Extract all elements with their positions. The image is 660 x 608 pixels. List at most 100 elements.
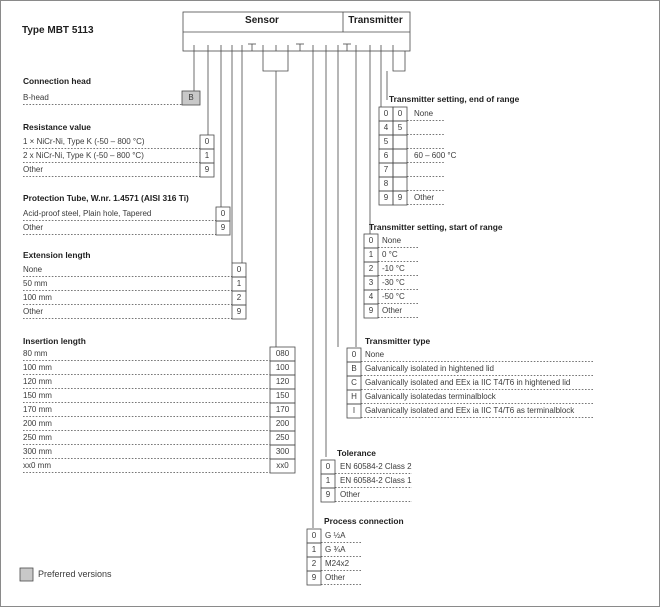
tolerance-option-label: EN 60584-2 Class 1 [340,476,412,485]
process-connection-heading: Process connection [324,516,404,526]
protection-tube-option-code: 9 [220,223,226,232]
range-end-code-cell [392,190,408,206]
insertion-length-option-label: 120 mm [23,377,52,386]
range-start-option-code: 1 [368,250,374,259]
insertion-length-heading: Insertion length [23,336,86,346]
range-start-option-code: 2 [368,264,374,273]
transmitter-type-option-label: Galvanically isolated and EEx ia IIC T4/… [365,406,575,415]
tolerance-option-code: 9 [325,490,331,499]
transmitter-type-option-code: B [351,364,357,373]
protection-tube-option-code: 0 [220,209,226,218]
sensor-header: Sensor [245,15,279,26]
page-title: Type MBT 5113 [22,25,94,36]
range-end-option-label: None [414,109,434,118]
connection-head-option-code: B [188,93,194,102]
process-connection-option-code: 1 [311,545,317,554]
range-start-code-cell [363,303,379,319]
tolerance-option-code: 1 [325,476,331,485]
transmitter-type-option-code: I [352,406,356,415]
extension-length-code-cell [231,304,247,320]
extension-length-option-label: 50 mm [23,279,48,288]
insertion-length-option-label: 250 mm [23,433,52,442]
range-start-option-label: -10 °C [382,264,405,273]
process-connection-code-cell [306,570,322,586]
resistance-value-option-code: 0 [204,137,210,146]
extension-length-option-label: 100 mm [23,293,52,302]
connection-head-option-label: B-head [23,93,49,102]
tolerance-option-code: 0 [325,462,331,471]
range-end-option-label: Other [414,193,435,202]
range-start-option-label: -50 °C [382,292,405,301]
insertion-length-option-code: 100 [275,363,290,372]
protection-tube-heading: Protection Tube, W.nr. 1.4571 (AISI 316 … [23,193,189,203]
range-end-heading: Transmitter setting, end of range [389,94,520,104]
insertion-length-option-label: xx0 mm [23,461,51,470]
range-end-code-1: 9 [383,193,389,202]
range-end-code-1: 4 [383,123,389,132]
range-end-code-2: 9 [397,193,403,202]
process-connection-option-label: M24x2 [325,559,350,568]
range-end-code-1: 5 [383,137,389,146]
extension-length-option-code: 2 [236,293,242,302]
range-end-code-cell [392,176,408,192]
transmitter-type-option-label: None [365,350,385,359]
process-connection-option-label: Other [325,573,346,582]
transmitter-type-option-code: H [351,392,357,401]
range-end-code-cell [392,148,408,164]
extension-length-option-label: None [23,265,43,274]
insertion-length-option-code: 200 [275,419,290,428]
resistance-value-code-cell [199,162,215,178]
extension-length-option-code: 9 [236,307,242,316]
extension-length-option-label: Other [23,307,44,316]
transmitter-type-option-label: Galvanically isolated and EEx ia IIC T4/… [365,378,571,387]
connection-head-code-cell [181,90,201,106]
insertion-length-code-cell [269,458,296,474]
range-end-code-1: 6 [383,151,389,160]
connection-head-heading: Connection head [23,76,91,86]
code-header-box [182,11,411,52]
resistance-value-option-label: Other [23,165,44,174]
transmitter-header: Transmitter [348,15,403,26]
resistance-value-option-label: 2 x NiCr-Ni, Type K (-50 – 800 °C) [23,151,144,160]
range-start-option-code: 4 [368,292,374,301]
range-start-option-label: Other [382,306,403,315]
extension-length-option-code: 0 [236,265,242,274]
connector-line [262,51,289,72]
range-start-option-label: 0 °C [382,250,398,259]
tolerance-heading: Tolerance [337,448,376,458]
range-start-option-label: None [382,236,402,245]
resistance-value-option-code: 9 [204,165,210,174]
range-start-option-label: -30 °C [382,278,405,287]
process-connection-option-code: 0 [311,531,317,540]
insertion-length-option-label: 300 mm [23,447,52,456]
legend-label: Preferred versions [38,569,112,579]
connector-line [392,51,406,72]
tolerance-code-cell [320,487,336,503]
range-end-code-1: 8 [383,179,389,188]
insertion-length-option-code: 300 [275,447,290,456]
range-start-heading: Transmitter setting, start of range [369,222,503,232]
insertion-length-option-code: xx0 [276,461,289,470]
insertion-length-option-code: 120 [275,377,290,386]
insertion-length-option-code: 170 [275,405,290,414]
insertion-length-option-label: 200 mm [23,419,52,428]
process-connection-option-label: G ¾A [325,545,346,554]
protection-tube-option-label: Other [23,223,44,232]
resistance-value-option-label: 1 × NiCr-Ni, Type K (-50 – 800 °C) [23,137,145,146]
tolerance-option-label: EN 60584-2 Class 2 [340,462,412,471]
tolerance-option-label: Other [340,490,361,499]
range-start-option-code: 3 [368,278,374,287]
insertion-length-option-code: 150 [275,391,290,400]
transmitter-type-heading: Transmitter type [365,336,431,346]
insertion-length-option-code: 250 [275,433,290,442]
range-end-option-label: 60 – 600 °C [414,151,457,160]
resistance-value-heading: Resistance value [23,122,91,132]
range-start-option-code: 9 [368,306,374,315]
process-connection-option-code: 2 [311,559,317,568]
range-end-code-2: 0 [397,109,403,118]
preferred-swatch [19,567,34,582]
range-end-code-cell [392,162,408,178]
range-end-code-cell [392,134,408,150]
protection-tube-option-label: Acid-proof steel, Plain hole, Tapered [23,209,152,218]
